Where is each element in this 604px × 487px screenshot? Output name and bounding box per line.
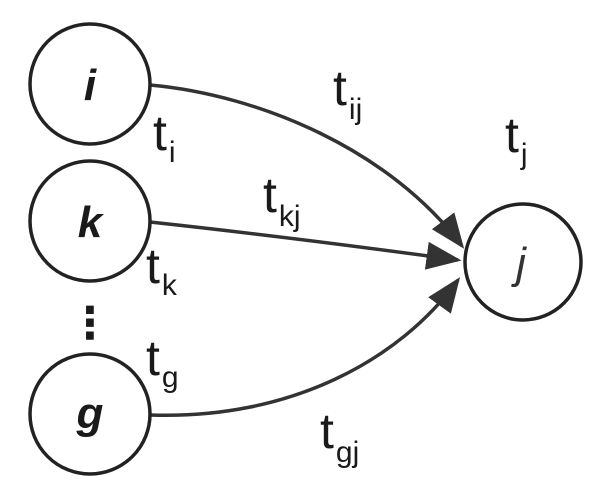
time-label-i: ti — [153, 105, 176, 169]
edge-k-to-j — [149, 220, 462, 270]
node-g: g — [28, 352, 152, 476]
ellipsis-dots: ⋮ — [68, 299, 112, 348]
time-label-j: tj — [505, 107, 528, 171]
node-k: k — [28, 159, 152, 283]
edge-label-kj: tkj — [263, 167, 301, 233]
edge-label-gj: tgj — [320, 403, 359, 469]
node-i: i — [28, 22, 152, 146]
node-g-label: g — [76, 389, 104, 438]
node-j: j — [463, 202, 583, 322]
edge-label-ij: tij — [333, 60, 362, 126]
time-label-k: tk — [146, 238, 178, 302]
edge-i-to-j — [149, 83, 465, 249]
node-i-label: i — [84, 61, 97, 110]
node-k-label: k — [78, 198, 105, 247]
edge-g-to-j — [149, 277, 461, 418]
time-label-g: tg — [146, 330, 179, 394]
